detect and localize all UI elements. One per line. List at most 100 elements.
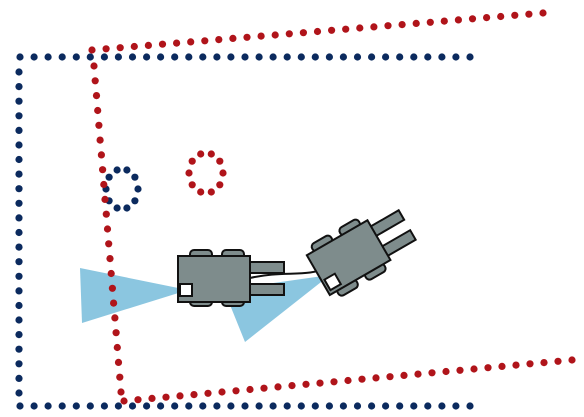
red-wall-dot (554, 357, 562, 365)
blue-wall-dot (100, 53, 108, 61)
red-wall-dot (356, 24, 364, 32)
blue-wall-dot (15, 170, 23, 178)
blue-pillar-dot (131, 173, 139, 181)
red-wall-dot (116, 373, 124, 381)
red-wall-dot (539, 9, 547, 17)
red-wall-dot (187, 38, 195, 46)
blue-wall-dot (15, 214, 23, 222)
red-wall-dot (526, 360, 534, 368)
red-wall-dot (498, 362, 506, 370)
blue-wall-dot (171, 53, 179, 61)
blue-wall-dot (213, 53, 221, 61)
robot-current-sensor-beam (80, 268, 188, 323)
red-wall-dot (484, 364, 492, 372)
blue-wall-dot (72, 402, 80, 410)
blue-wall-dot (15, 112, 23, 120)
blue-wall-dot (143, 402, 151, 410)
blue-wall-dot (255, 402, 263, 410)
red-wall-dot (120, 397, 128, 405)
red-pillar-dot (216, 157, 224, 165)
blue-wall-dot (15, 185, 23, 193)
robot-previous (305, 208, 418, 297)
blue-wall-dot (269, 53, 277, 61)
red-wall-dot (316, 379, 324, 387)
blue-wall-dot (283, 53, 291, 61)
red-wall-dot (173, 39, 181, 47)
blue-wall-dot (114, 402, 122, 410)
blue-pillar-dot (134, 185, 142, 193)
blue-wall-dot (297, 402, 305, 410)
red-wall-dot (497, 12, 505, 21)
blue-wall-dot (15, 141, 23, 149)
blue-pillar-dot (123, 204, 131, 212)
blue-wall-dot (438, 53, 446, 61)
robot-previous-sensor (323, 272, 343, 292)
blue-pillar-dot (123, 166, 131, 174)
blue-wall-dot (325, 53, 333, 61)
robot-current (177, 249, 285, 307)
blue-wall-dot (382, 402, 390, 410)
red-pillar-dot (185, 169, 193, 177)
red-wall-dot (456, 366, 464, 374)
blue-wall-dot (199, 53, 207, 61)
blue-wall-dot (15, 301, 23, 310)
blue-wall-dot (143, 53, 151, 61)
blue-wall-dot (58, 402, 66, 410)
red-wall-dot (483, 14, 491, 22)
red-wall-dot (358, 375, 366, 383)
red-wall-dot (313, 27, 322, 36)
blue-wall-dot (114, 53, 122, 61)
blue-wall-dot (339, 53, 347, 61)
red-wall-dot (299, 29, 307, 37)
red-pillar-dot (207, 188, 215, 196)
blue-wall-dot (15, 389, 23, 397)
red-wall-dot (134, 396, 142, 404)
red-pillar-dot (207, 150, 215, 158)
red-wall-dot (201, 37, 209, 45)
red-wall-dot (342, 25, 350, 33)
red-wall-dot (116, 44, 124, 52)
blue-wall-dot (15, 374, 23, 382)
red-wall-dot (91, 77, 99, 85)
blue-wall-dot (15, 287, 23, 295)
blue-wall-dot (185, 53, 193, 61)
red-wall-dot (512, 361, 520, 369)
blue-wall-dot (452, 402, 460, 410)
blue-wall-dot (452, 53, 460, 61)
blue-wall-dot (353, 53, 362, 61)
blue-wall-dot (15, 228, 23, 237)
red-wall-dot (442, 367, 450, 376)
red-wall-dot (148, 394, 156, 402)
red-wall-dot (229, 34, 237, 43)
red-wall-dot (102, 45, 110, 53)
blue-wall-dot (128, 53, 137, 61)
blue-pillar-dot (131, 197, 139, 205)
blue-wall-dot (438, 402, 446, 410)
red-wall-dot (384, 22, 392, 30)
red-wall-dot (525, 10, 533, 18)
blue-wall-dot (353, 402, 362, 410)
red-wall-dot (96, 136, 104, 144)
red-wall-dot (97, 151, 105, 159)
red-wall-dot (414, 370, 422, 378)
red-wall-dot (112, 329, 120, 337)
blue-wall-dot (368, 53, 376, 61)
red-wall-dot (540, 359, 548, 367)
red-wall-dot (568, 356, 576, 364)
robot-current-sensor (179, 283, 193, 297)
blue-wall-dot (241, 53, 249, 61)
blue-wall-dot (15, 243, 23, 251)
blue-pillar-dot (113, 166, 121, 174)
red-wall-dot (428, 369, 436, 377)
red-pillar-dot (219, 169, 227, 177)
blue-wall-dot (157, 402, 165, 410)
red-wall-dot (246, 385, 254, 394)
blue-wall-dot (466, 402, 474, 410)
blue-wall-dot (311, 402, 319, 410)
red-wall-dot (95, 121, 103, 129)
red-wall-dot (215, 36, 223, 44)
red-wall-dot (130, 42, 138, 51)
blue-wall-dot (30, 402, 38, 410)
